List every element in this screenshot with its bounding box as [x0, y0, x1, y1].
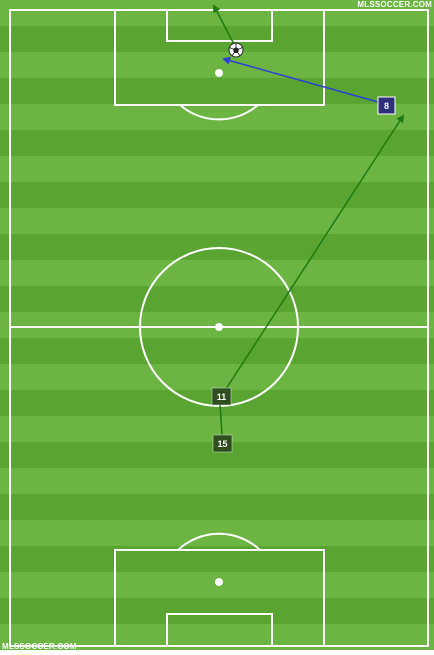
player-number-11: 11	[217, 392, 227, 402]
pitch-stripe	[0, 26, 434, 52]
player-marker-8[interactable]: 8	[377, 96, 396, 115]
player-number-8: 8	[384, 101, 389, 111]
pass-11-to-right	[223, 114, 405, 393]
bottom-penalty-spot	[215, 578, 223, 586]
pitch-stripe	[0, 130, 434, 156]
pitch-stripe	[0, 286, 434, 312]
watermark-top: MLSSOCCER.COM	[357, 0, 432, 9]
pitch-stripe	[0, 338, 434, 364]
player-marker-11[interactable]: 11	[211, 387, 232, 406]
player-marker-15[interactable]: 15	[212, 434, 233, 453]
shot-line	[213, 4, 236, 47]
soccer-ball-icon	[228, 42, 244, 58]
pass-15-to-11	[219, 403, 223, 437]
center-spot	[215, 323, 223, 331]
bottom-goal-area	[166, 613, 273, 647]
pass-8-to-ball	[222, 56, 379, 103]
pitch-stripe	[0, 598, 434, 624]
player-number-15: 15	[217, 439, 227, 449]
pitch-stripe	[0, 78, 434, 104]
pitch-stripe	[0, 182, 434, 208]
bottom-penalty-arc	[177, 532, 261, 551]
pass-lines	[213, 4, 405, 437]
top-penalty-spot	[215, 69, 223, 77]
pitch-stripe	[0, 494, 434, 520]
pitch-stripe	[0, 234, 434, 260]
center-circle	[139, 247, 299, 407]
top-penalty-arc	[179, 104, 259, 121]
watermark-bottom: MLSSOCCER.COM	[2, 642, 77, 651]
